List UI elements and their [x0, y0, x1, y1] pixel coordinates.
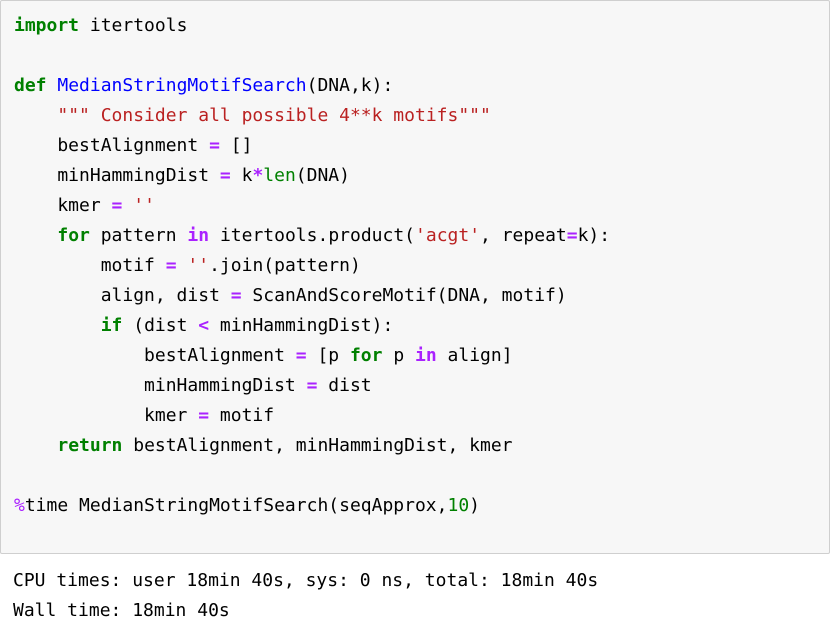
cell-output: CPU times: user 18min 40s, sys: 0 ns, to…: [13, 566, 598, 626]
code-token: minHammingDist):: [209, 315, 394, 336]
code-line: minHammingDist = k*len(DNA): [14, 161, 610, 191]
code-token: minHammingDist: [14, 165, 220, 186]
code-token: time MedianStringMotifSearch(seqApprox,: [24, 495, 448, 516]
code-token: len: [263, 165, 296, 186]
code-line: def MedianStringMotifSearch(DNA,k):: [14, 71, 610, 101]
code-token: motif: [14, 255, 166, 276]
code-token: =: [111, 195, 123, 216]
code-token: for: [349, 345, 383, 366]
code-token: =: [165, 255, 177, 276]
code-token: (dist: [122, 315, 199, 336]
code-token: [14, 105, 57, 126]
code-line: %time MedianStringMotifSearch(seqApprox,…: [14, 491, 610, 521]
code-token: [14, 315, 101, 336]
code-cell-input[interactable]: import itertools def MedianStringMotifSea…: [0, 0, 830, 554]
code-token: """ Consider all possible 4**k motifs""": [57, 105, 491, 126]
code-token: [47, 75, 58, 96]
code-token: align]: [436, 345, 513, 366]
code-token: return: [57, 435, 123, 456]
code-line: for pattern in itertools.product('acgt',…: [14, 221, 610, 251]
code-token: =: [219, 165, 231, 186]
code-line: return bestAlignment, minHammingDist, km…: [14, 431, 610, 461]
code-token: kmer: [14, 195, 112, 216]
code-token: if: [100, 315, 123, 336]
code-token: bestAlignment: [14, 345, 296, 366]
code-token: bestAlignment: [14, 135, 210, 156]
code-line: [14, 461, 610, 491]
code-token: (DNA): [295, 165, 350, 186]
code-line: kmer = motif: [14, 401, 610, 431]
output-wall-time: Wall time: 18min 40s: [13, 600, 230, 621]
code-token: [p: [306, 345, 350, 366]
code-line: bestAlignment = []: [14, 131, 610, 161]
code-line: """ Consider all possible 4**k motifs""": [14, 101, 610, 131]
code-token: '': [133, 195, 155, 216]
code-line: align, dist = ScanAndScoreMotif(DNA, mot…: [14, 281, 610, 311]
code-token: =: [306, 375, 318, 396]
code-token: %: [14, 495, 25, 516]
code-token: dist: [317, 375, 372, 396]
code-token: =: [295, 345, 307, 366]
code-line: if (dist < minHammingDist):: [14, 311, 610, 341]
code-token: []: [219, 135, 253, 156]
code-token: (DNA,k):: [306, 75, 394, 96]
code-token: .join(pattern): [209, 255, 361, 276]
code-token: bestAlignment, minHammingDist, kmer: [122, 435, 513, 456]
code-token: in: [187, 225, 210, 246]
code-token: for: [57, 225, 90, 246]
code-token: in: [415, 345, 437, 366]
code-line: motif = ''.join(pattern): [14, 251, 610, 281]
code-token: *: [252, 165, 264, 186]
code-token: =: [209, 135, 220, 156]
output-cpu-times: CPU times: user 18min 40s, sys: 0 ns, to…: [13, 570, 599, 591]
code-token: p: [382, 345, 415, 366]
code-line: import itertools: [14, 11, 610, 41]
code-line: [14, 41, 610, 71]
code-token: =: [198, 405, 210, 426]
code-token: k):: [577, 225, 611, 246]
code-line: kmer = '': [14, 191, 610, 221]
code-token: import: [14, 15, 80, 36]
code-token: =: [230, 285, 242, 306]
code-token: MedianStringMotifSearch: [57, 75, 307, 96]
code-token: ScanAndScoreMotif(DNA, motif): [241, 285, 567, 306]
code-token: , repeat: [480, 225, 567, 246]
code-token: def: [14, 75, 47, 96]
code-token: motif: [209, 405, 275, 426]
code-token: minHammingDist: [14, 375, 307, 396]
code-token: <: [198, 315, 210, 336]
code-token: ): [469, 495, 481, 516]
code-token: kmer: [14, 405, 199, 426]
code-token: [14, 435, 57, 456]
code-token: =: [566, 225, 578, 246]
code-token: [122, 195, 133, 216]
code-token: '': [187, 255, 210, 276]
code-token: itertools.product(: [209, 225, 416, 246]
code-token: k: [230, 165, 253, 186]
code-line: bestAlignment = [p for p in align]: [14, 341, 610, 371]
code-token: 10: [447, 495, 470, 516]
code-token: align, dist: [14, 285, 231, 306]
code-editor[interactable]: import itertools def MedianStringMotifSea…: [14, 11, 610, 521]
code-token: 'acgt': [415, 225, 481, 246]
code-line: minHammingDist = dist: [14, 371, 610, 401]
code-token: [177, 255, 188, 276]
code-token: pattern: [89, 225, 188, 246]
code-token: itertools: [79, 15, 188, 36]
code-token: [14, 225, 57, 246]
